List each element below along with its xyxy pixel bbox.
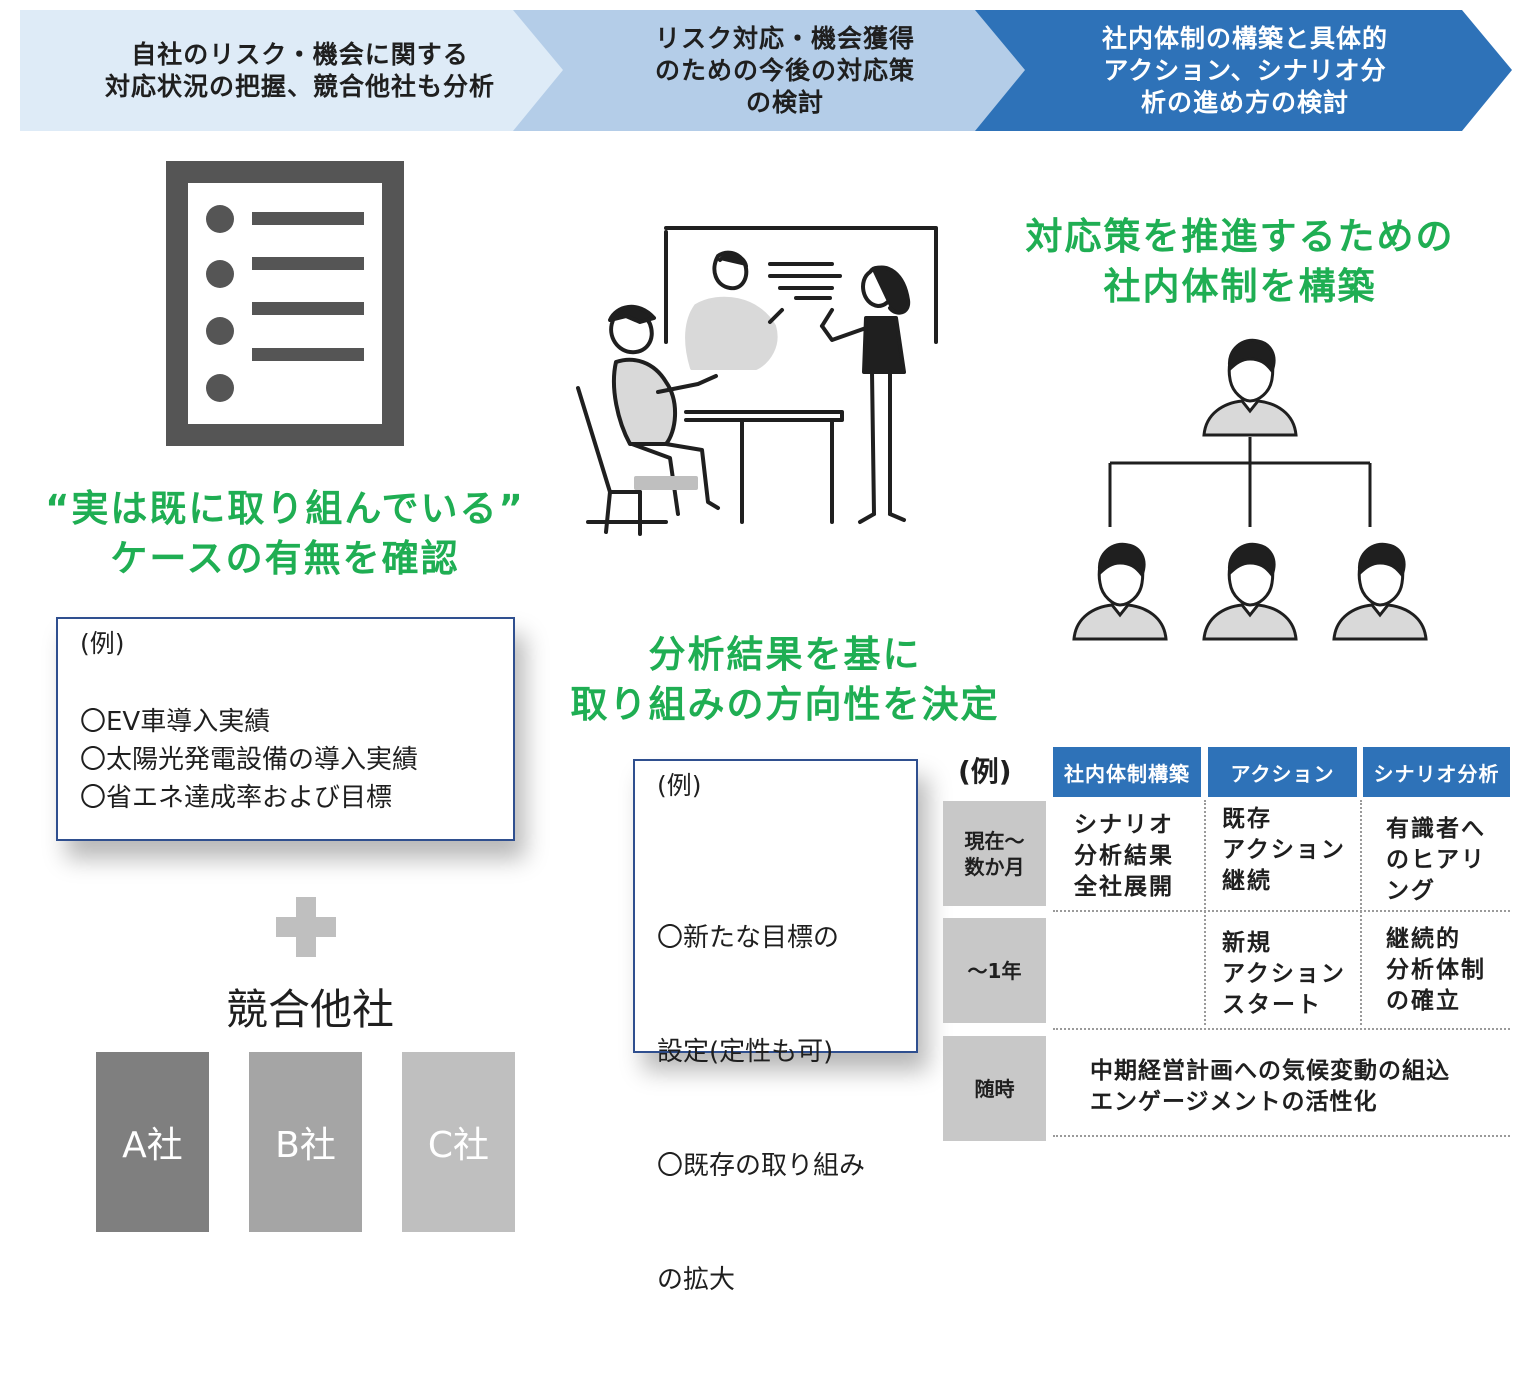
competitor-a: A社 <box>96 1052 209 1232</box>
step-1-chevron <box>20 10 610 131</box>
col-header: アクション <box>1208 747 1357 797</box>
table-cell: 既存アクション継続 <box>1222 806 1346 894</box>
list-item: 〇EV車導入実績 <box>80 707 271 737</box>
step-3-chevron <box>975 10 1512 131</box>
process-chevrons <box>20 10 1512 131</box>
list-item: 〇省エネ達成率および目標 <box>80 783 393 813</box>
list-item: の拡大 <box>657 1265 736 1295</box>
row-divider <box>1053 1135 1510 1137</box>
left-example-label: (例) <box>80 629 125 658</box>
list-item: 〇太陽光発電設備の導入実績 <box>80 745 419 775</box>
left-example-box: (例) 〇EV車導入実績 〇太陽光発電設備の導入実績 〇省エネ達成率および目標 <box>56 617 515 841</box>
right-heading: 対応策を推進するための社内体制を構築 <box>1025 215 1455 308</box>
table-cell: 新規アクションスタート <box>1222 930 1346 1018</box>
meeting-illustration <box>576 226 938 536</box>
row-header: ～1年 <box>943 918 1046 1023</box>
checklist-icon <box>166 161 404 446</box>
list-item: 設定(定性も可) <box>657 1037 834 1067</box>
person-icon <box>1332 542 1428 641</box>
step-2-chevron <box>513 10 1060 131</box>
table-cell: 継続的分析体制の確立 <box>1386 926 1486 1014</box>
person-icon <box>1202 338 1298 437</box>
middle-heading: 分析結果を基に取り組みの方向性を決定 <box>570 633 1000 726</box>
person-icon <box>1072 542 1168 641</box>
step-1-text: 自社のリスク・機会に関する対応状況の把握、競合他社も分析 <box>104 39 495 101</box>
plus-icon: + <box>276 897 336 957</box>
left-example-items: 〇EV車導入実績 〇太陽光発電設備の導入実績 〇省エネ達成率および目標 <box>80 703 418 817</box>
row-divider <box>1053 1028 1510 1030</box>
table-cell: シナリオ分析結果全社展開 <box>1074 812 1174 900</box>
col-header: 社内体制構築 <box>1053 747 1201 797</box>
col-header: シナリオ分析 <box>1363 747 1510 797</box>
col-divider <box>1360 800 1362 1025</box>
table-cell: 有識者へのヒアリング <box>1386 816 1486 904</box>
list-item: 〇新たな目標の <box>657 923 840 953</box>
competitor-c: C社 <box>402 1052 515 1232</box>
row-divider <box>1053 910 1510 912</box>
list-item: 〇既存の取り組み <box>657 1151 866 1181</box>
row-header: 現在～数か月 <box>943 801 1046 906</box>
middle-example-box: (例) 〇新たな目標の 設定(定性も可) 〇既存の取り組み の拡大 <box>633 759 918 1295</box>
person-icon <box>1202 542 1298 641</box>
middle-example-label: (例) <box>657 771 702 800</box>
left-heading: “実は既に取り組んでいる”ケースの有無を確認 <box>45 487 525 580</box>
step-3-text: 社内体制の構築と具体的アクション、シナリオ分析の進め方の検討 <box>1101 23 1388 117</box>
table-example-label: (例) <box>958 755 1012 788</box>
table-cell-merged: 中期経営計画への気候変動の組込エンゲージメントの活性化 <box>1090 1058 1450 1115</box>
competitor-b: B社 <box>249 1052 362 1232</box>
competitor-title: 競合他社 <box>225 985 394 1034</box>
row-header: 随時 <box>943 1036 1046 1141</box>
step-2-text: リスク対応・機会獲得のための今後の対応策の検討 <box>654 23 915 117</box>
col-divider <box>1204 800 1206 1025</box>
middle-example-items: 〇新たな目標の 設定(定性も可) 〇既存の取り組み の拡大 <box>657 843 865 1375</box>
org-chart <box>1072 338 1428 641</box>
